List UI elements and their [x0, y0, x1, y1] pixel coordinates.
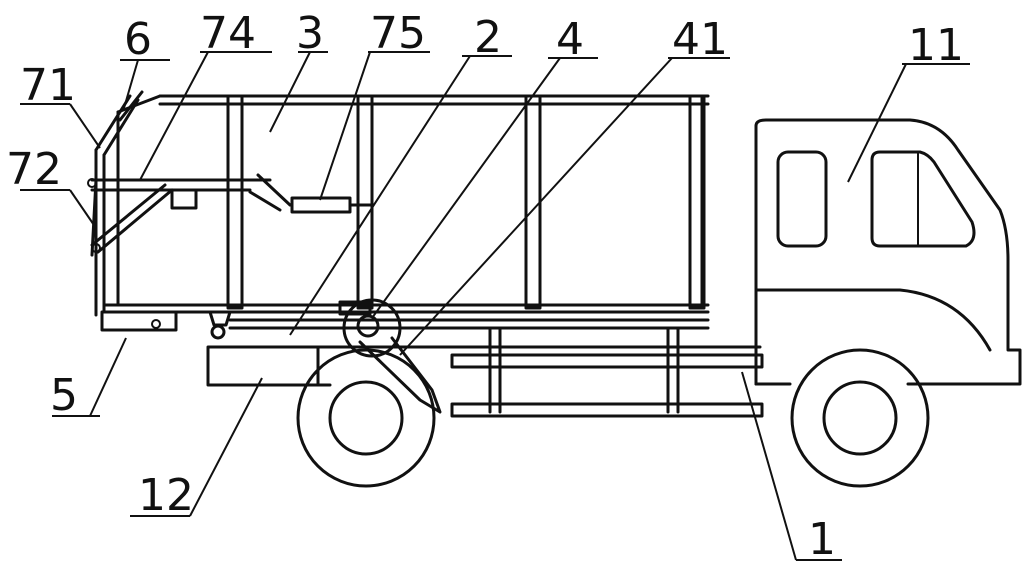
label-12: 12	[138, 470, 194, 521]
lift-mechanism	[87, 173, 374, 254]
label-1: 1	[808, 514, 836, 564]
label-41: 41	[672, 14, 728, 65]
label-71: 71	[20, 60, 76, 111]
cargo-box	[103, 94, 710, 314]
cargo-posts	[226, 94, 706, 310]
label-72: 72	[6, 144, 62, 195]
label-5: 5	[50, 370, 78, 421]
label-74: 74	[200, 8, 256, 59]
leader-lines	[20, 51, 970, 561]
label-11: 11	[908, 20, 964, 71]
tipping-pivot	[338, 298, 442, 414]
part-labels: 71 6 74 3 75 2 4 41 11 72 5 12 1	[6, 8, 964, 564]
label-3: 3	[296, 8, 324, 59]
cab	[754, 118, 1022, 386]
rear-wheel	[296, 348, 436, 488]
label-4: 4	[556, 14, 584, 65]
rear-subframe	[100, 310, 232, 340]
label-75: 75	[370, 8, 426, 59]
label-2: 2	[474, 12, 502, 63]
front-wheel	[790, 348, 930, 488]
chassis	[206, 318, 764, 418]
label-6: 6	[124, 14, 152, 65]
